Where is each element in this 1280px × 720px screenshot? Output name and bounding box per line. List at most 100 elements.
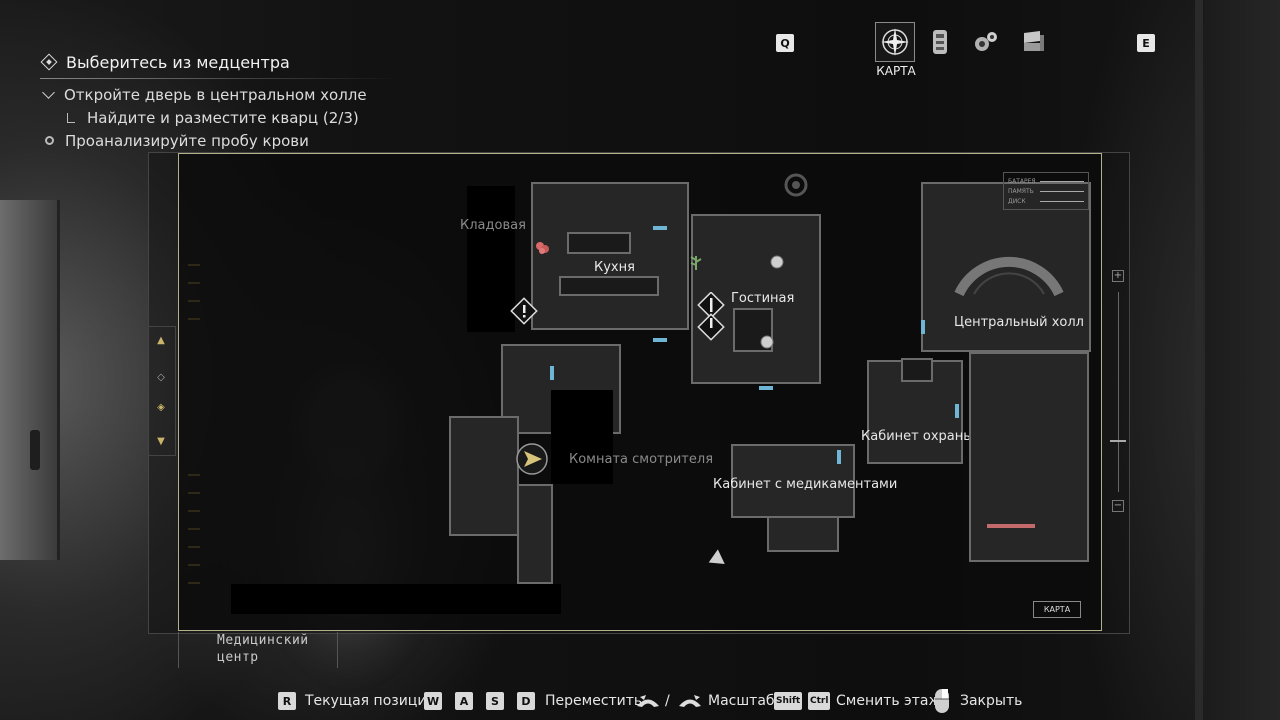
map-canvas[interactable]: Кладовая Кухня Гостиная Комната смотрите… xyxy=(178,153,1102,631)
kitchen-counter xyxy=(567,232,631,254)
alert-marker-icon xyxy=(510,297,538,325)
floor-key-shift[interactable]: Shift xyxy=(774,692,803,710)
controls-bar: R Текущая позиция W A S D Переместить / … xyxy=(0,688,1280,714)
zoom-in-icon[interactable]: + xyxy=(1112,270,1124,282)
locked-door xyxy=(987,524,1035,528)
next-tab-key[interactable]: E xyxy=(1137,34,1155,52)
caretaker-room-unexplored xyxy=(551,390,613,484)
active-tab-label: КАРТА xyxy=(876,64,916,78)
player-position-icon xyxy=(516,443,548,475)
alert-stack-icon xyxy=(697,292,725,341)
move-key-a[interactable]: A xyxy=(455,692,473,710)
move-key-d[interactable]: D xyxy=(517,692,535,710)
caretaker-room-label: Комната смотрителя xyxy=(569,452,714,467)
central-hall-stairs xyxy=(954,256,1064,297)
green-herb-icon xyxy=(690,256,702,270)
stat-bar xyxy=(1040,200,1084,202)
doorframe-wall xyxy=(1205,0,1280,720)
floor-current-icon[interactable]: ◈ xyxy=(157,401,165,413)
mouse-wheel-up-icon[interactable] xyxy=(634,691,662,711)
sub-objective-text: Проанализируйте пробу крови xyxy=(65,131,309,150)
map-legend-button[interactable]: КАРТА xyxy=(1033,601,1081,618)
red-herb-icon xyxy=(536,242,549,254)
stat-label: ДИСК xyxy=(1008,197,1026,205)
floor-key-ctrl[interactable]: Ctrl xyxy=(808,692,831,710)
door-handle xyxy=(30,430,40,470)
tree-branch-icon xyxy=(67,112,75,123)
sub-objective-child: Найдите и разместите кварц (2/3) xyxy=(40,106,400,129)
zoom-slider-thumb[interactable] xyxy=(1110,440,1126,442)
floor-up-icon[interactable]: ▲ xyxy=(157,334,165,346)
zoom-out-icon[interactable]: − xyxy=(1112,500,1124,512)
kitchen-room xyxy=(531,182,689,330)
unexplored-area xyxy=(231,584,561,614)
door xyxy=(837,450,841,464)
door xyxy=(955,404,959,418)
door xyxy=(759,386,773,390)
stat-bar xyxy=(1040,180,1084,182)
area-name: Медицинский центр xyxy=(178,632,338,668)
zoom-slider[interactable] xyxy=(1118,292,1119,492)
sub-objective: Откройте дверь в центральном холле xyxy=(40,83,400,106)
mouse-right-button-icon[interactable] xyxy=(934,688,950,714)
sub-objective: Проанализируйте пробу крови xyxy=(40,129,400,152)
door xyxy=(653,226,667,230)
tab-save[interactable] xyxy=(1014,22,1054,62)
lower-corridor xyxy=(517,484,553,584)
door xyxy=(550,366,554,380)
save-desk-icon xyxy=(1024,31,1044,51)
files-icon xyxy=(933,30,947,54)
area-name-line2: центр xyxy=(217,650,259,665)
storage-room-label: Кладовая xyxy=(460,218,526,233)
move-label: Переместить xyxy=(545,693,643,709)
tab-map[interactable] xyxy=(875,22,915,62)
stairwell xyxy=(449,416,519,536)
objective-diamond-icon xyxy=(40,53,58,71)
typewriter-save xyxy=(901,358,933,382)
map-compass-icon xyxy=(881,28,909,56)
door xyxy=(921,320,925,334)
meds-room-label: Кабинет с медикаментами xyxy=(713,477,898,492)
background-door xyxy=(0,200,60,560)
position-label: Текущая позиция xyxy=(305,693,435,709)
collectible-icon xyxy=(770,255,784,269)
device-status-panel: БАТАРЕЯ ПАМЯТЬ ДИСК xyxy=(1003,172,1089,210)
security-room-label: Кабинет охраны xyxy=(861,429,974,444)
floor-down-icon[interactable]: ▼ xyxy=(157,435,165,447)
floor-diamond-icon[interactable]: ◇ xyxy=(157,371,165,383)
door xyxy=(653,338,667,342)
central-hall-label: Центральный холл xyxy=(954,315,1084,330)
chevron-down-icon xyxy=(42,86,55,99)
living-room-label: Гостиная xyxy=(731,291,795,306)
zoom-separator: / xyxy=(665,693,670,709)
collectible-icon xyxy=(760,335,774,349)
zoom-label: Масштаб xyxy=(708,693,775,709)
gear-mechanism-icon xyxy=(784,173,808,197)
position-key[interactable]: R xyxy=(278,692,296,710)
move-key-w[interactable]: W xyxy=(424,692,443,710)
close-label: Закрыть xyxy=(960,693,1023,709)
tab-inventory[interactable] xyxy=(966,22,1006,62)
area-name-line1: Медицинский xyxy=(217,633,309,648)
east-wing xyxy=(969,352,1089,562)
move-key-s[interactable]: S xyxy=(486,692,504,710)
objectives-panel: Выберитесь из медцентра Откройте дверь в… xyxy=(40,48,400,152)
mouse-wheel-down-icon[interactable] xyxy=(676,691,704,711)
meds-annex xyxy=(767,516,839,552)
doorframe xyxy=(1195,0,1203,720)
inventory-gears-icon xyxy=(975,32,997,51)
meds-room xyxy=(731,444,855,518)
floor-selector xyxy=(148,326,176,456)
tab-files[interactable] xyxy=(920,22,960,62)
bullet-circle-icon xyxy=(45,136,54,145)
sub-objective-child-text: Найдите и разместите кварц (2/3) xyxy=(87,108,359,127)
sub-objective-text: Откройте дверь в центральном холле xyxy=(64,85,367,104)
storage-room-unexplored xyxy=(467,186,515,332)
main-objective: Выберитесь из медцентра xyxy=(40,48,400,76)
stat-label: БАТАРЕЯ xyxy=(1008,177,1036,185)
main-objective-text: Выберитесь из медцентра xyxy=(66,52,290,72)
floor-label: Сменить этаж xyxy=(836,693,942,709)
prev-tab-key[interactable]: Q xyxy=(776,34,794,52)
kitchen-room-label: Кухня xyxy=(594,260,635,275)
objective-divider xyxy=(40,78,400,79)
